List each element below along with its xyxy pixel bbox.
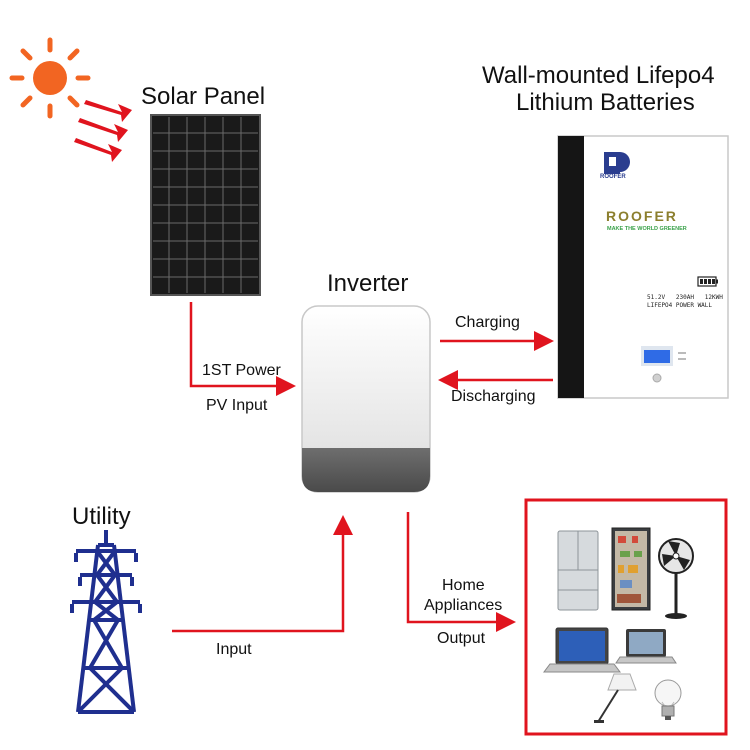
home-appliances-line2: Appliances	[424, 597, 503, 614]
home-appliances-line1: Home	[442, 577, 485, 594]
battery-slogan: MAKE THE WORLD GREENER	[607, 226, 687, 232]
input-label: Input	[216, 641, 252, 658]
home-appliances-box	[524, 498, 728, 736]
battery-image	[557, 135, 729, 399]
battery-level-icon	[697, 276, 718, 287]
first-power-label: 1ST Power	[202, 362, 281, 379]
solar-panel-image	[150, 114, 261, 296]
roofer-logo-icon	[604, 152, 630, 174]
tower-insulators	[70, 553, 142, 613]
battery-spec-line2: LIFEPO4 POWER WALL	[647, 302, 713, 309]
battery-title-line2: Lithium Batteries	[516, 89, 695, 116]
fan-icon	[658, 538, 694, 619]
sunlight-arrows-icon	[74, 100, 132, 162]
open-fridge-icon	[611, 527, 651, 611]
utility-label: Utility	[72, 503, 131, 530]
floor-lamp-icon	[594, 673, 637, 723]
laptop-icon	[543, 627, 621, 673]
output-arrow	[406, 512, 516, 632]
output-label: Output	[437, 630, 486, 647]
laptop-2-icon	[615, 629, 677, 664]
light-bulb-icon	[654, 679, 682, 720]
discharging-label: Discharging	[451, 388, 536, 405]
battery-spec-line1: 51.2V 230AH 12KWH	[647, 294, 723, 301]
battery-title-line1: Wall-mounted Lifepo4	[482, 62, 715, 89]
inverter-image	[301, 305, 431, 493]
inverter-label: Inverter	[327, 270, 409, 297]
utility-tower-icon	[72, 530, 140, 714]
flow-arrows	[172, 302, 554, 633]
battery-brand: ROOFER	[606, 208, 678, 224]
sun-icon	[9, 37, 91, 119]
pv-input-label: PV Input	[206, 397, 268, 414]
lcd-display	[641, 346, 686, 383]
pv-input-arrow	[189, 302, 296, 396]
charging-label: Charging	[455, 314, 520, 331]
utility-input-arrow	[172, 515, 353, 633]
battery-brand-small: ROOFER	[600, 174, 626, 180]
solar-panel-label: Solar Panel	[141, 83, 266, 110]
refrigerator-icon	[557, 530, 599, 611]
